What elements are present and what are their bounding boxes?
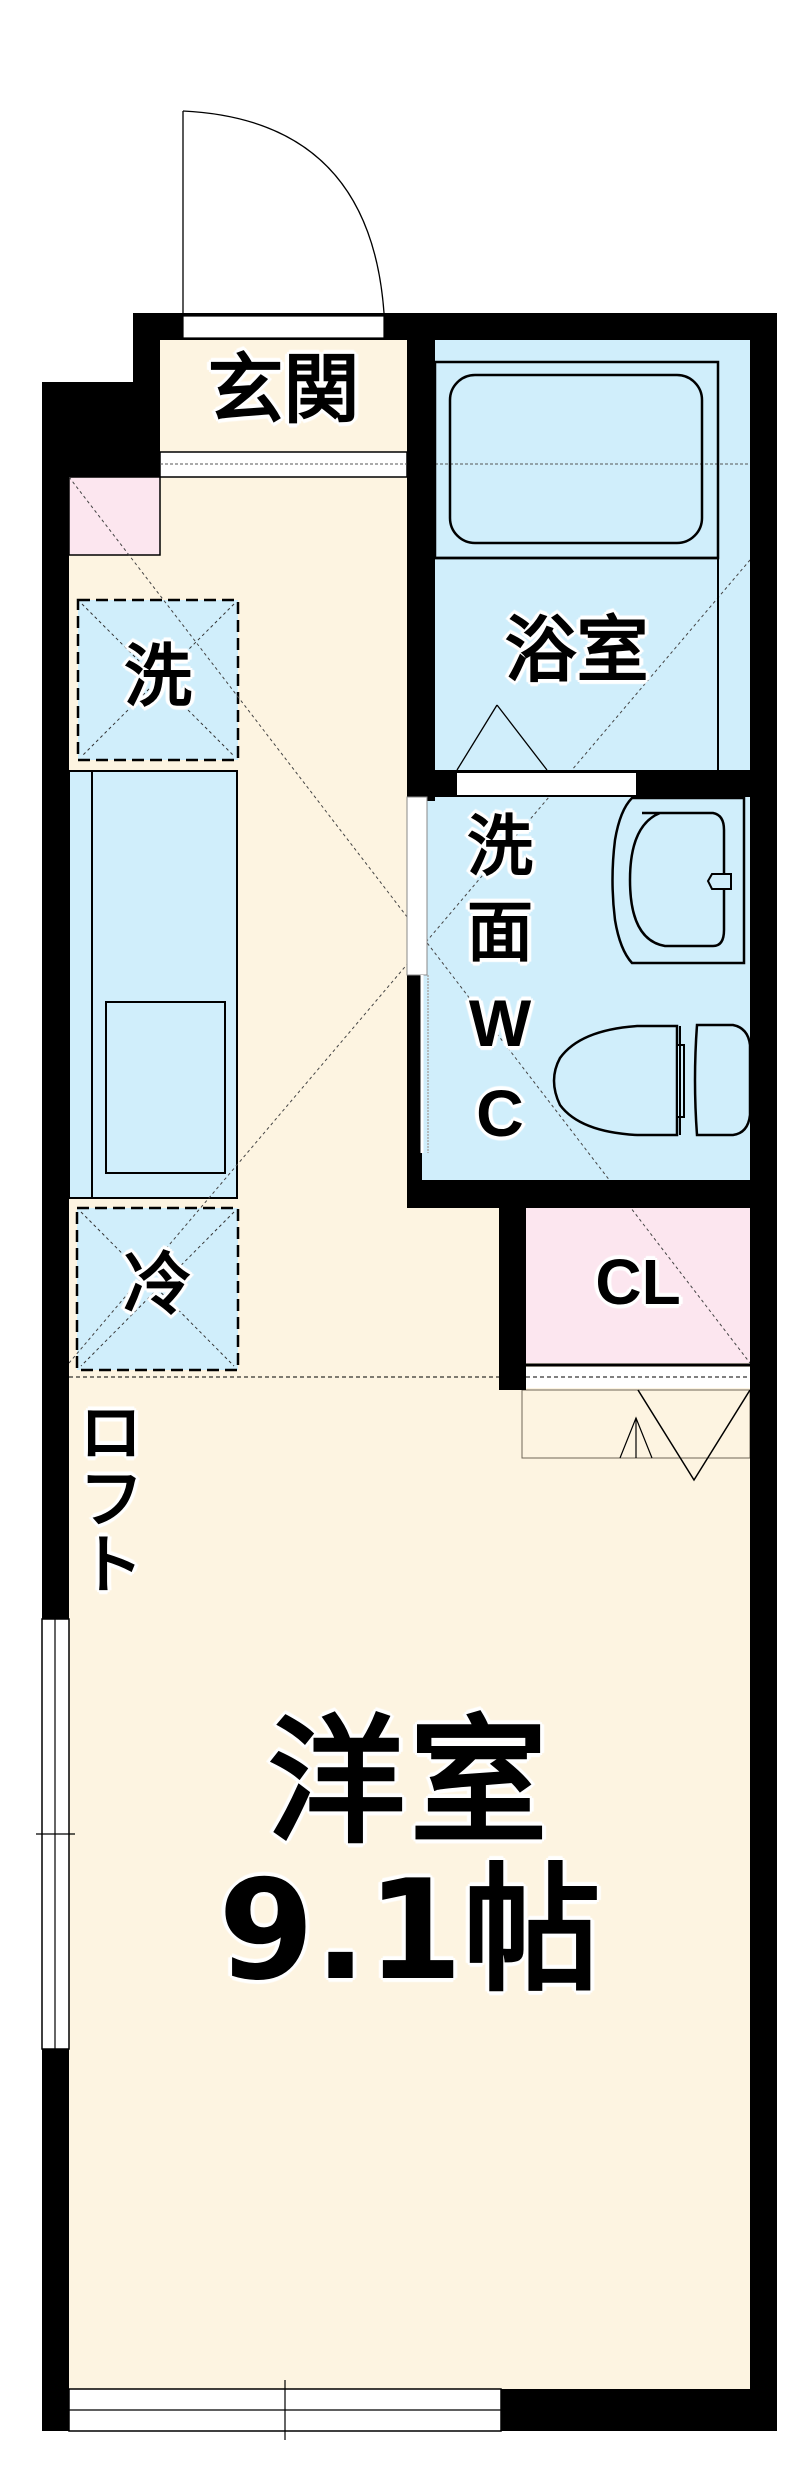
- washing-machine-label: 洗: [123, 638, 192, 717]
- closet-label: CL: [595, 1246, 681, 1318]
- washroom-wc-label: 洗 面 W C: [455, 814, 545, 1170]
- kitchen-counter: [68, 770, 238, 1199]
- left-window: [36, 1618, 75, 2050]
- washroom-wc-label-line: C: [476, 1076, 524, 1150]
- closet-floor: [526, 1208, 750, 1363]
- bathroom-label: 浴室: [504, 608, 649, 692]
- kitchen-sink-icon: [105, 1001, 226, 1174]
- washroom-wc-label-line: W: [468, 986, 532, 1060]
- washroom-wc-label-line: 面: [467, 894, 533, 971]
- entrance-floor: [160, 340, 407, 452]
- loft-label: ロフト: [67, 1398, 144, 1596]
- entrance-label: 玄関: [207, 345, 360, 434]
- entry-door-swing-icon: [182, 110, 385, 314]
- refrigerator-label: 冷: [123, 1246, 192, 1325]
- shoe-cabinet: [68, 476, 161, 556]
- washroom-wc-label-line: 洗: [467, 808, 533, 885]
- bathroom-floor: [435, 340, 750, 770]
- western-room-label: 洋室: [267, 1702, 552, 1863]
- entry-door[interactable]: [182, 315, 385, 339]
- bathroom-door[interactable]: [457, 773, 636, 795]
- toilet-icon: [552, 1023, 752, 1137]
- western-room-size: 9.1帖: [218, 1850, 601, 2011]
- refrigerator-space: [75, 1206, 240, 1372]
- washing-machine-space: [76, 598, 240, 762]
- washroom-sliding-door[interactable]: [406, 796, 428, 976]
- closet-folding-door: [521, 1363, 751, 1482]
- bottom-window: [68, 2380, 502, 2440]
- vanity-sink-icon: [611, 796, 746, 965]
